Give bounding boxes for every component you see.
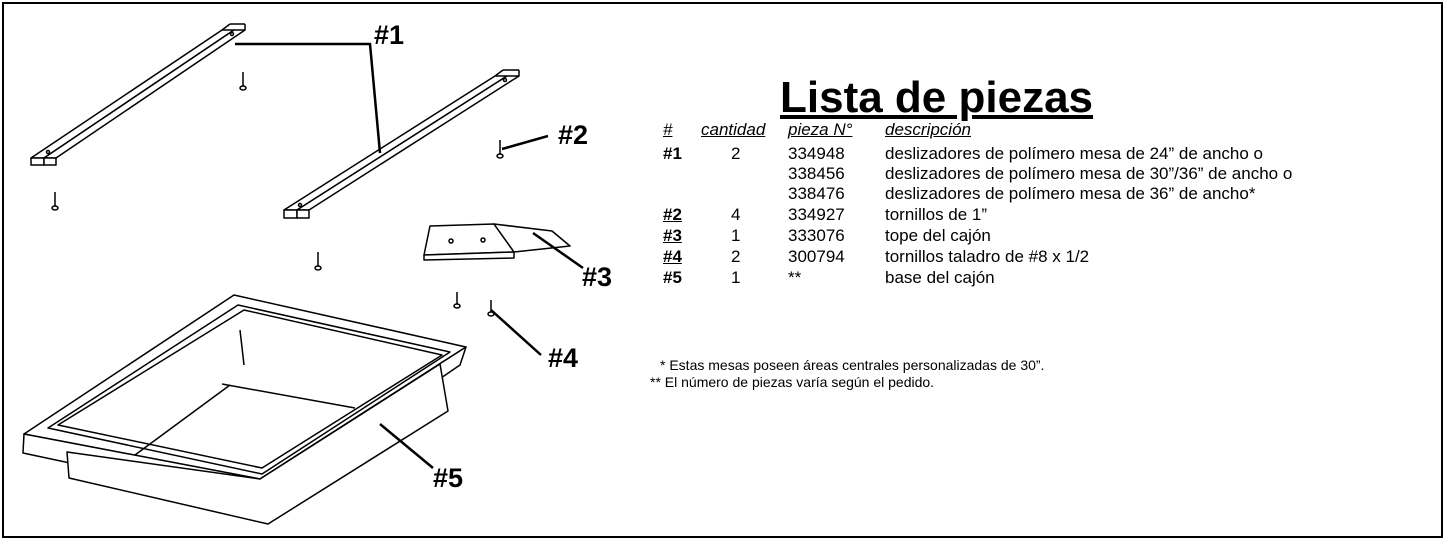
row-quantity: 4 xyxy=(731,205,741,224)
row-number: #2 xyxy=(663,205,682,224)
footnote-1: * Estas mesas poseen áreas centrales per… xyxy=(660,357,1045,373)
row-part-number: 300794 xyxy=(788,247,845,266)
drawer-base-drawing xyxy=(22,294,467,525)
row-number: #1 xyxy=(663,144,682,163)
row-part-number: 334948 xyxy=(788,144,845,163)
row-quantity: 2 xyxy=(731,247,741,266)
row-part-number: 338456 xyxy=(788,164,845,183)
header-part-number: pieza N° xyxy=(788,120,853,139)
row-description: base del cajón xyxy=(885,268,995,287)
slide-right-drawing xyxy=(283,69,520,219)
header-description: descripción xyxy=(885,120,971,139)
footnote-2: ** El número de piezas varía según el pe… xyxy=(650,374,935,390)
callout-5: #5 xyxy=(433,463,464,493)
callout-3: #3 xyxy=(582,262,613,292)
row-description: deslizadores de polímero mesa de 24” de … xyxy=(885,144,1264,163)
row-quantity: 1 xyxy=(731,226,741,245)
row-description: deslizadores de polímero mesa de 30”/36”… xyxy=(885,164,1293,183)
row-part-number: 334927 xyxy=(788,205,845,224)
row-description: tope del cajón xyxy=(885,226,991,245)
screw-drawings xyxy=(51,72,504,317)
row-part-number: 333076 xyxy=(788,226,845,245)
callout-1: #1 xyxy=(374,20,405,50)
row-description: tornillos taladro de #8 x 1/2 xyxy=(885,247,1090,266)
leader-lines xyxy=(235,42,584,469)
row-part-number: ** xyxy=(788,268,802,287)
footnotes: * Estas mesas poseen áreas centrales per… xyxy=(650,357,1044,391)
header-quantity: cantidad xyxy=(701,120,766,139)
row-part-number: 338476 xyxy=(788,184,845,203)
row-number: #3 xyxy=(663,226,682,245)
row-description: tornillos de 1” xyxy=(885,205,988,224)
row-description: deslizadores de polímero mesa de 36” de … xyxy=(885,184,1256,203)
callout-4: #4 xyxy=(548,343,579,373)
row-quantity: 1 xyxy=(731,268,741,287)
row-quantity: 2 xyxy=(731,144,741,163)
page-title: Lista de piezas xyxy=(780,73,1094,122)
slide-left-drawing xyxy=(30,23,246,166)
callout-2: #2 xyxy=(558,120,589,150)
drawer-stop-drawing xyxy=(423,223,571,261)
row-number: #4 xyxy=(663,247,682,266)
row-number: #5 xyxy=(663,268,682,287)
header-number: # xyxy=(663,120,673,139)
